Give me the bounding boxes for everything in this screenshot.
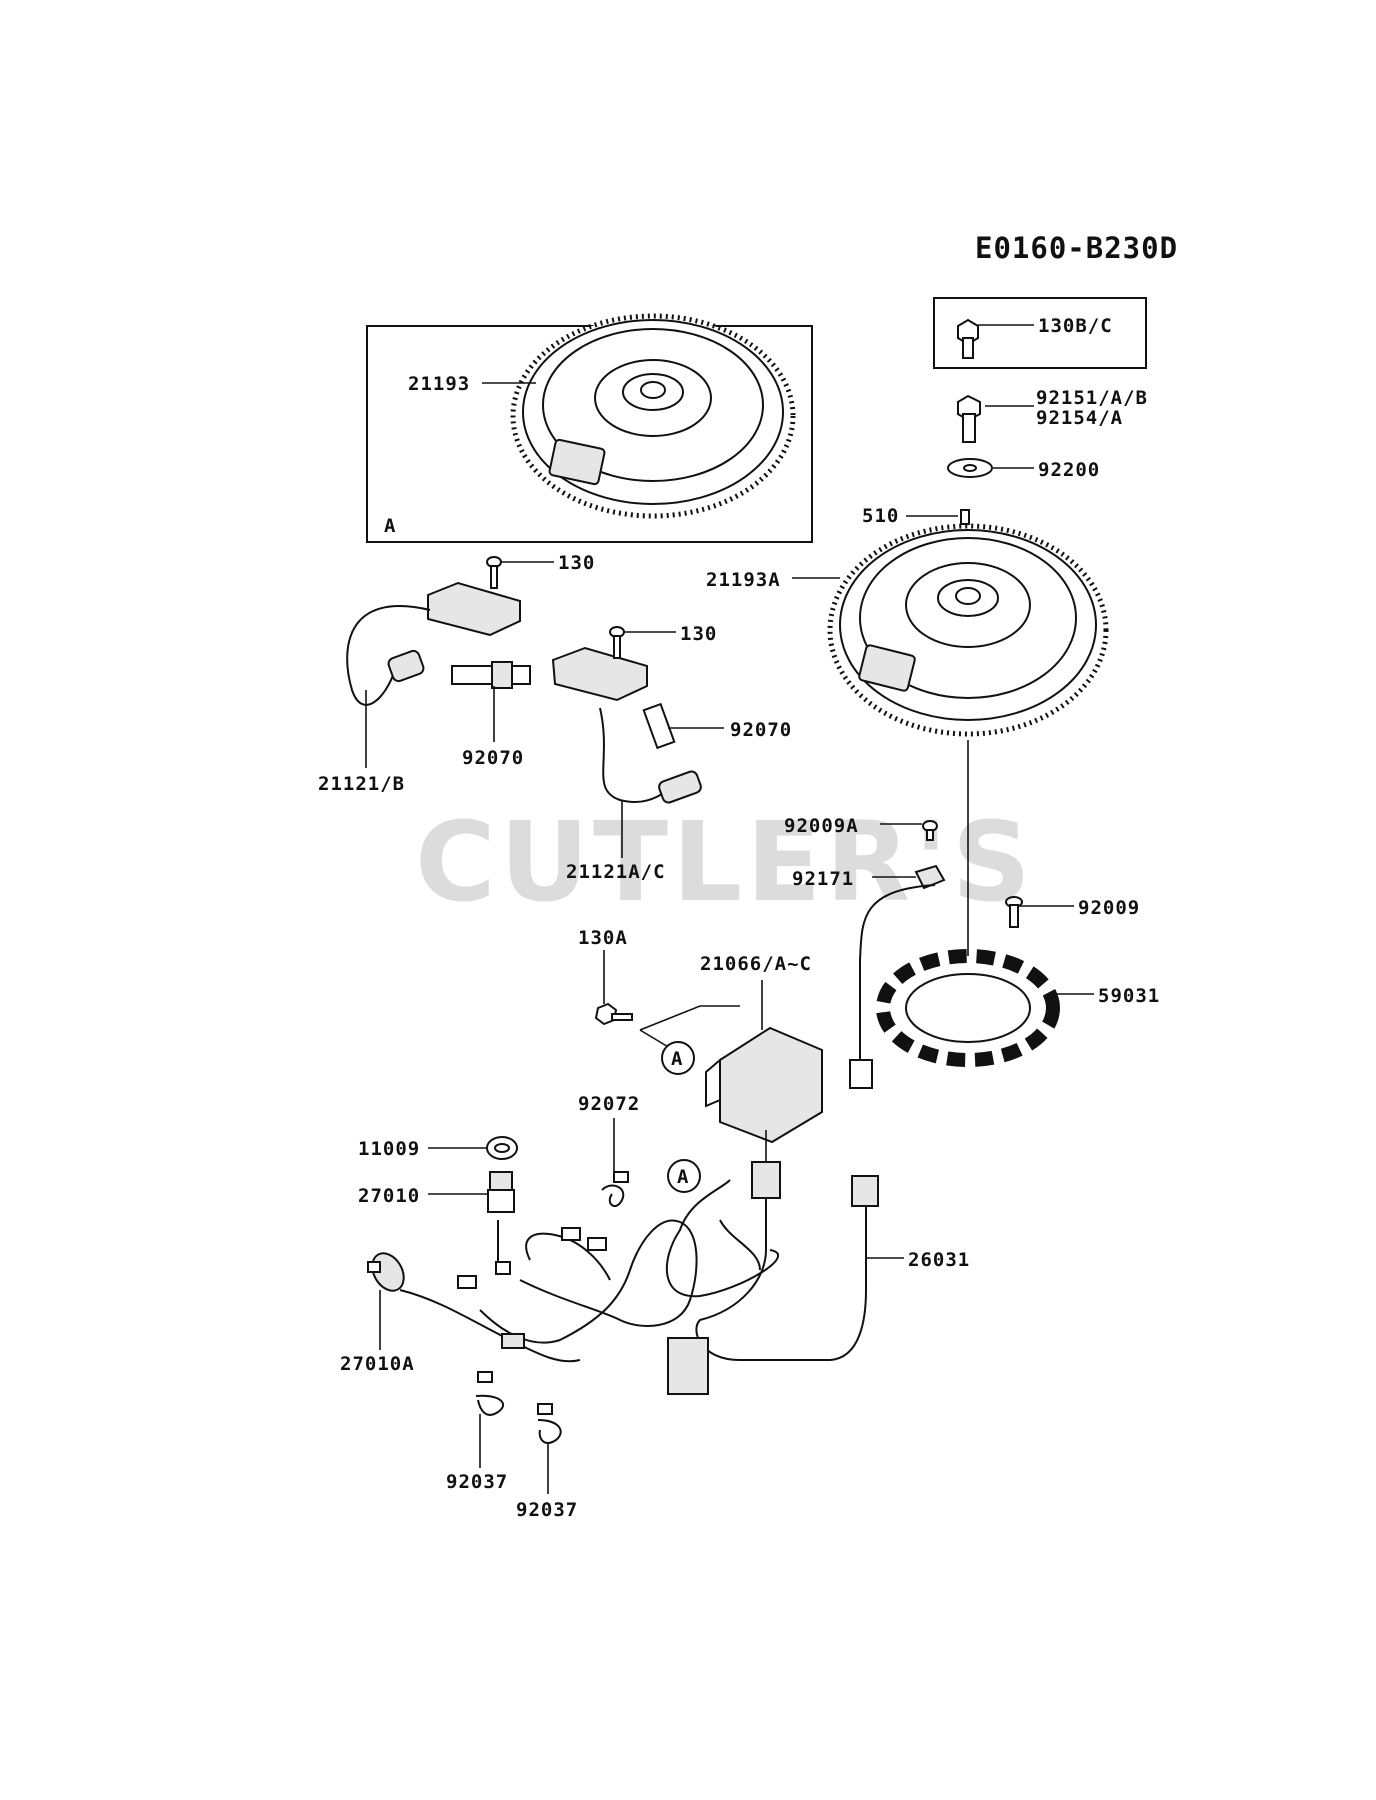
screw-130a bbox=[594, 1002, 633, 1026]
spark-plug-right bbox=[642, 702, 676, 750]
inset-label: A bbox=[384, 515, 396, 537]
screw-92009 bbox=[1005, 896, 1023, 928]
regulator-plug bbox=[751, 1161, 781, 1199]
label-11009: 11009 bbox=[358, 1138, 420, 1160]
label-21066: 21066/A~C bbox=[700, 953, 812, 975]
screw-130-mid bbox=[609, 626, 625, 659]
label-92200: 92200 bbox=[1038, 459, 1100, 481]
key-510 bbox=[960, 509, 970, 525]
label-92070-left: 92070 bbox=[462, 747, 524, 769]
label-510: 510 bbox=[862, 505, 899, 527]
label-130a: 130A bbox=[578, 927, 628, 949]
label-59031: 59031 bbox=[1098, 985, 1160, 1007]
bolt-92151 bbox=[957, 394, 981, 443]
label-92151: 92151/A/B bbox=[1036, 387, 1148, 409]
switch-27010a bbox=[367, 1252, 405, 1292]
wire-harness-26031 bbox=[399, 1179, 867, 1395]
screw-130-top bbox=[486, 556, 502, 589]
label-130-mid: 130 bbox=[680, 623, 717, 645]
watermark: CUTLER'S bbox=[415, 798, 1035, 926]
regulator-21066 bbox=[705, 1026, 823, 1144]
label-27010: 27010 bbox=[358, 1185, 420, 1207]
stator-lead-wire bbox=[859, 884, 936, 1060]
label-26031: 26031 bbox=[908, 1249, 970, 1271]
label-21193a: 21193A bbox=[706, 569, 781, 591]
label-21193: 21193 bbox=[408, 373, 470, 395]
label-92037-b: 92037 bbox=[516, 1499, 578, 1521]
callout-a-lower: A bbox=[667, 1159, 701, 1193]
switch-27010 bbox=[487, 1171, 515, 1213]
label-130-top: 130 bbox=[558, 552, 595, 574]
screw-92009a bbox=[922, 820, 938, 841]
flywheel-21193 bbox=[510, 313, 796, 519]
harness-connector-26031 bbox=[851, 1175, 879, 1207]
label-92171: 92171 bbox=[792, 868, 854, 890]
ignition-coil-21121b bbox=[346, 581, 521, 706]
callout-a-upper: A bbox=[661, 1041, 695, 1075]
svg-text:A: A bbox=[677, 1166, 689, 1188]
svg-text:A: A bbox=[671, 1048, 683, 1070]
label-21121ac: 21121A/C bbox=[566, 861, 666, 883]
label-27010a: 27010A bbox=[340, 1353, 415, 1375]
clamp-92171 bbox=[914, 864, 946, 890]
label-92072: 92072 bbox=[578, 1093, 640, 1115]
bolt-box-130bc bbox=[933, 297, 1147, 369]
ignition-coil-21121ac bbox=[551, 646, 702, 804]
stator-connector bbox=[849, 1059, 873, 1089]
clip-92037-a bbox=[475, 1371, 504, 1416]
clip-92072 bbox=[601, 1171, 629, 1207]
washer-92200 bbox=[947, 458, 993, 478]
washer-11009 bbox=[486, 1136, 518, 1160]
label-92154: 92154/A bbox=[1036, 407, 1123, 429]
label-21121b: 21121/B bbox=[318, 773, 405, 795]
clip-92037-b bbox=[537, 1403, 562, 1444]
label-92037-a: 92037 bbox=[446, 1471, 508, 1493]
stator-59031 bbox=[876, 949, 1060, 1067]
diagram-code: E0160-B230D bbox=[975, 231, 1178, 265]
label-92009: 92009 bbox=[1078, 897, 1140, 919]
label-92070-right: 92070 bbox=[730, 719, 792, 741]
label-92009a: 92009A bbox=[784, 815, 859, 837]
label-130bc: 130B/C bbox=[1038, 315, 1113, 337]
leader-130a-a bbox=[639, 1005, 740, 1031]
flywheel-21193a bbox=[827, 523, 1109, 737]
leader-lines bbox=[365, 324, 1094, 1494]
spark-plug-left bbox=[451, 661, 531, 689]
